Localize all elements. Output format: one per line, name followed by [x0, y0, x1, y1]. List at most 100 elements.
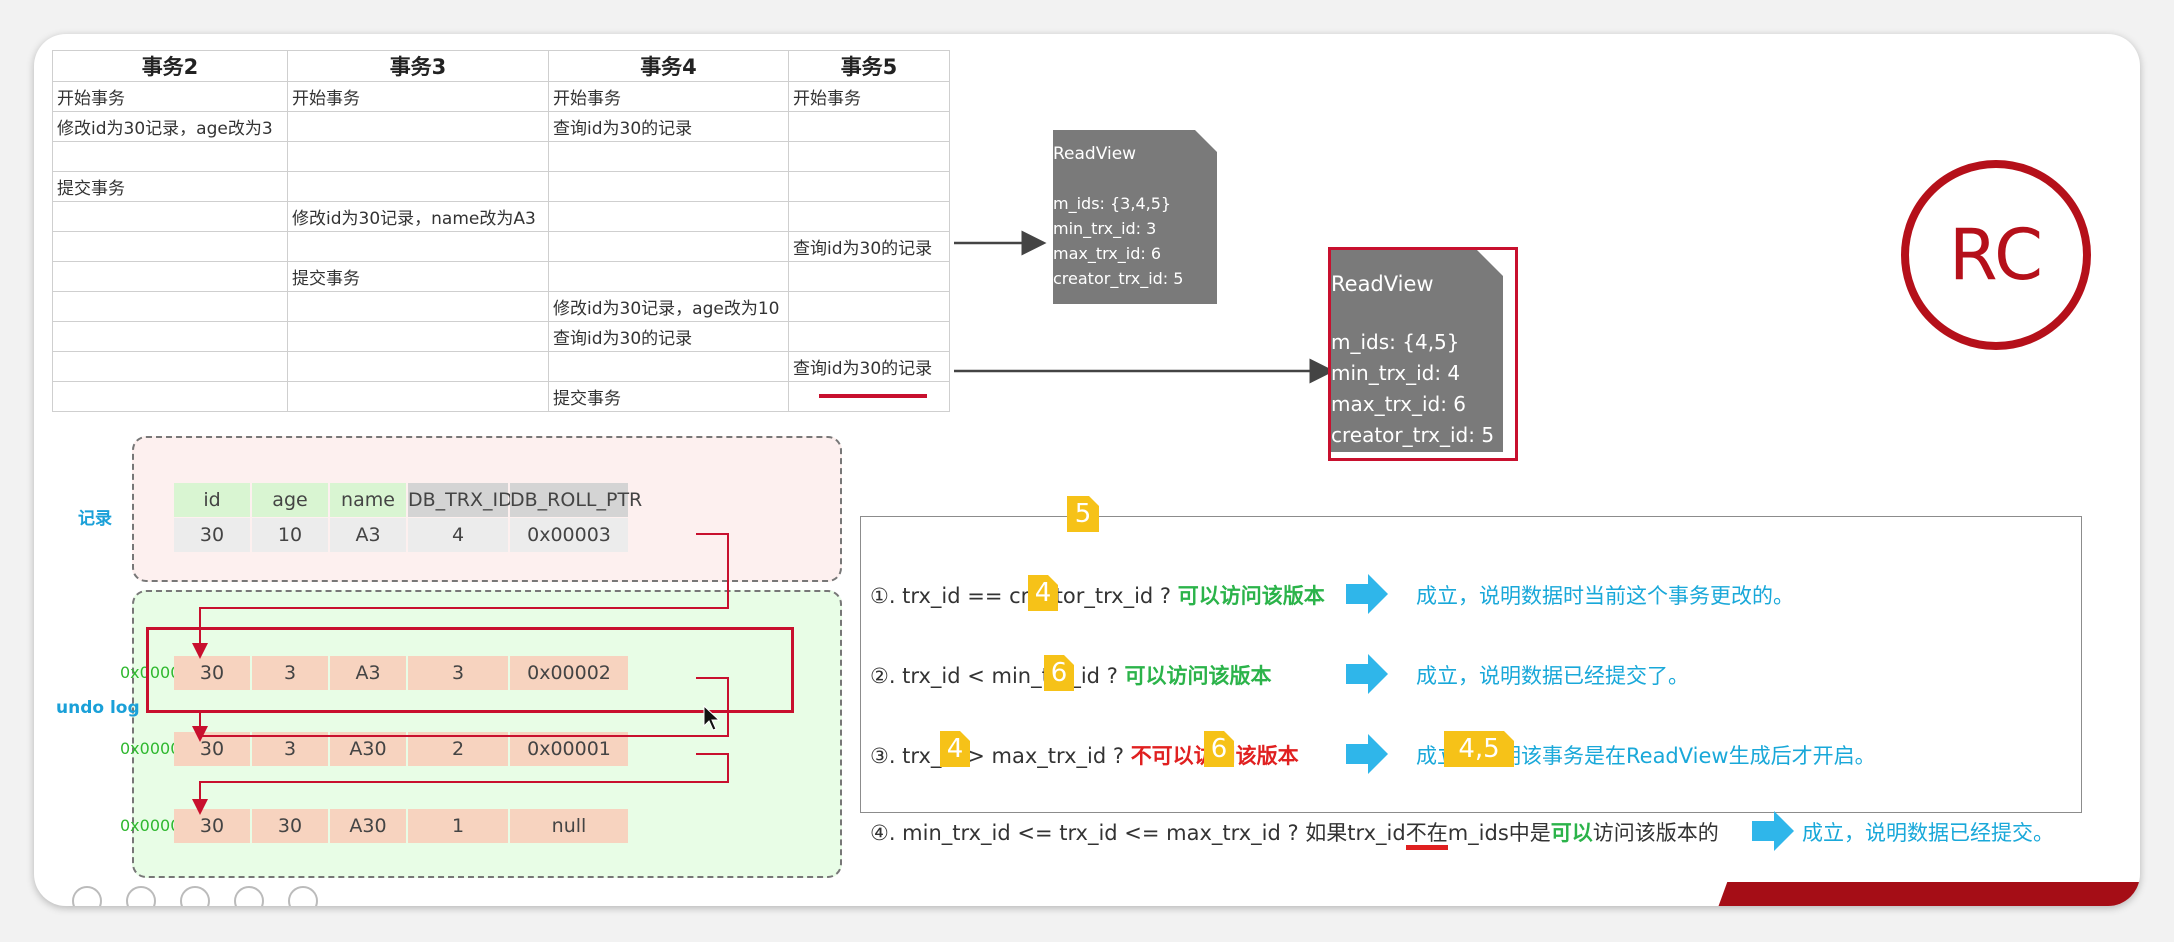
- rule-condition-mid: m_ids中是: [1447, 821, 1551, 845]
- readview-min-trx-id: min_trx_id: 3: [1053, 219, 1157, 238]
- badge-value: 5: [1074, 499, 1092, 529]
- undo-value-cell: 3: [252, 656, 328, 690]
- table-cell: [287, 351, 549, 382]
- trx-id-badge: 6: [1204, 731, 1234, 767]
- rule-4: ④. min_trx_id <= trx_id <= max_trx_id ? …: [870, 817, 1719, 850]
- table-cell: 开始事务: [548, 81, 789, 112]
- readview-m-ids: m_ids: {4,5}: [1331, 330, 1460, 354]
- rule-condition-suffix: 访问该版本的: [1592, 821, 1719, 845]
- rule-verdict: 可以访问该版本: [1177, 584, 1325, 608]
- table-cell: 修改id为30记录，age改为3: [52, 111, 288, 142]
- record-header-cell: DB_TRX_ID: [408, 483, 513, 517]
- undo-value-cell: 3: [252, 732, 328, 766]
- table-row: 查询id为30的记录: [52, 231, 950, 262]
- table-header-cell: 事务2: [52, 50, 288, 82]
- trx-id-badge: 6: [1044, 655, 1074, 691]
- undo-address: 0x00001: [120, 816, 191, 835]
- rule-3: ③. trx_id > max_trx_id ? 不可以访问该版本: [870, 740, 1299, 770]
- undo-address: 0x00002: [120, 739, 191, 758]
- arrow-right-icon: [1752, 811, 1794, 851]
- visibility-rules-box: [860, 516, 2082, 813]
- badge-value: 6: [1050, 658, 1068, 688]
- play-icon[interactable]: [72, 886, 102, 906]
- rule-2: ②. trx_id < min_trx_id ? 可以访问该版本: [870, 660, 1272, 690]
- table-cell: [52, 261, 288, 292]
- trx-id-badge: 5: [1067, 496, 1099, 532]
- readview-highlight-frame: [1328, 247, 1518, 461]
- table-cell: 提交事务: [287, 261, 549, 292]
- table-cell: 查询id为30的记录: [788, 231, 950, 262]
- undo-value-cell: 0x00001: [510, 732, 628, 766]
- settings-icon[interactable]: [234, 886, 264, 906]
- table-row: 提交事务: [52, 171, 950, 202]
- arrow-right-icon: [1346, 734, 1388, 774]
- rule-condition: ③. trx_id > max_trx_id ?: [870, 744, 1124, 768]
- table-row: 修改id为30记录，age改为10: [52, 291, 950, 322]
- readview-card-2: ReadView m_ids: {4,5} min_trx_id: 4 max_…: [1331, 250, 1503, 452]
- table-cell: [52, 381, 288, 412]
- readview-title: ReadView: [1053, 144, 1137, 164]
- table-cell: 查询id为30的记录: [548, 111, 789, 142]
- table-header-cell: 事务4: [548, 50, 789, 82]
- readview-creator-trx-id: creator_trx_id: 5: [1053, 269, 1184, 288]
- record-value-cell: 30: [174, 518, 250, 552]
- undo-value-cell: A30: [330, 809, 406, 843]
- record-value-cell: 0x00003: [510, 518, 628, 552]
- readview-creator-trx-id: creator_trx_id: 5: [1331, 423, 1495, 447]
- trx-id-badge: 4,5: [1444, 731, 1514, 767]
- table-cell: 修改id为30记录，age改为10: [548, 291, 789, 322]
- watermark-banner: [1712, 882, 2140, 906]
- table-row: 提交事务: [52, 261, 950, 292]
- table-cell: [788, 111, 950, 142]
- table-body: 开始事务开始事务开始事务开始事务修改id为30记录，age改为3 查询id为30的…: [52, 81, 950, 412]
- record-header-cell: age: [252, 483, 328, 517]
- table-cell: 查询id为30的记录: [788, 351, 950, 382]
- table-cell: [788, 171, 950, 202]
- mouse-cursor-icon: [703, 704, 721, 731]
- table-row: 查询id为30的记录: [52, 321, 950, 352]
- table-header-cell: 事务3: [287, 50, 549, 82]
- readview-m-ids: m_ids: {3,4,5}: [1053, 194, 1172, 213]
- undo-log-label: undo log: [56, 698, 140, 718]
- rule-result: 成立，说明数据已经提交。: [1802, 821, 2054, 845]
- undo-value-cell: 30: [174, 732, 250, 766]
- rule-result: 成立，说明数据已经提交了。: [1416, 664, 1689, 688]
- record-value-cell: 10: [252, 518, 328, 552]
- table-row: 提交事务: [52, 381, 950, 412]
- undo-address: 0x00003: [120, 663, 191, 682]
- roll-pointer-arrows: [192, 533, 729, 815]
- trx-id-badge: 4: [1028, 575, 1058, 611]
- pointer-undo2-to-undo3: [192, 753, 729, 815]
- undo-value-cell: 1: [408, 809, 508, 843]
- record-value-cell: 4: [408, 518, 508, 552]
- record-header-cell: name: [330, 483, 406, 517]
- badge-value: 4: [1034, 578, 1052, 608]
- table-cell: [52, 231, 288, 262]
- badge-value: 4,5: [1458, 734, 1500, 764]
- screen-icon[interactable]: [180, 886, 210, 906]
- undo-value-cell: 30: [252, 809, 328, 843]
- connector-arrows: [954, 230, 1335, 384]
- table-cell: [548, 261, 789, 292]
- rule-emphasis: 不在: [1405, 821, 1448, 850]
- more-icon[interactable]: [288, 886, 318, 906]
- rule-verdict: 可以访问该版本: [1124, 664, 1272, 688]
- search-icon[interactable]: [126, 886, 156, 906]
- table-cell: [52, 201, 288, 232]
- undo-value-cell: 2: [408, 732, 508, 766]
- record-value-cell: A3: [330, 518, 406, 552]
- table-row: 开始事务开始事务开始事务开始事务: [52, 81, 950, 112]
- transaction-table: 事务2 事务3 事务4 事务5 开始事务开始事务开始事务开始事务修改id为30记…: [52, 50, 950, 412]
- record-header-cell: DB_ROLL_PTR: [510, 483, 642, 517]
- undo-value-cell: 30: [174, 656, 250, 690]
- readview-max-trx-id: max_trx_id: 6: [1053, 244, 1162, 263]
- arrow-right-icon: [1346, 574, 1388, 614]
- table-cell: [287, 381, 549, 412]
- undo-value-cell: 30: [174, 809, 250, 843]
- record-label: 记录: [78, 509, 112, 529]
- table-cell: [52, 351, 288, 382]
- table-row: 修改id为30记录，name改为A3: [52, 201, 950, 232]
- table-cell: [788, 141, 950, 172]
- table-cell: [548, 171, 789, 202]
- undo-value-cell: A3: [330, 656, 406, 690]
